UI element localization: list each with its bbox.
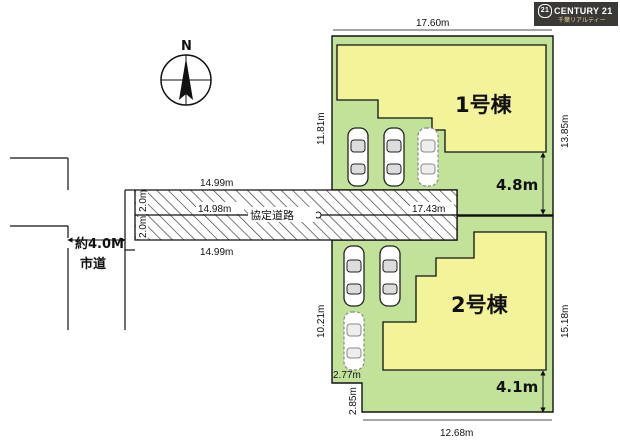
lot-1-right-depth: 13.85m [560, 115, 571, 148]
north-arrow-icon [160, 54, 212, 106]
parking-car-5 [379, 245, 401, 307]
lot-1-setback: 4.8m [496, 176, 538, 194]
private-road-name: 協定道路 [250, 208, 294, 222]
road-right-length-bg [410, 202, 454, 214]
parking-car-4 [343, 245, 365, 307]
lot-2-building [382, 231, 547, 371]
road-inner-length: 14.98m [198, 204, 231, 215]
lot-1-top-width: 17.60m [416, 18, 449, 29]
logo-emblem: 21 [538, 4, 552, 18]
city-road-edges [67, 189, 135, 330]
city-road-name: 市道 [80, 256, 106, 272]
road-width-lower: 2.0m [138, 216, 149, 238]
logo-sub-name: 千葉リアルティー [558, 17, 606, 24]
road-name-bg [248, 207, 316, 222]
lot-2-setback: 4.1m [496, 378, 538, 396]
parking-car-2 [383, 127, 405, 187]
road-width-upper: 2.0m [138, 190, 149, 212]
lot-2-right-depth: 15.18m [560, 305, 571, 338]
lot-1-name: 1号棟 [455, 93, 513, 117]
road-top-length: 14.99m [200, 178, 233, 189]
lot-2-bottom-left: 2.85m [348, 387, 359, 415]
parking-car-1 [347, 127, 369, 187]
parking-car-6 [343, 311, 365, 371]
lot-2-name: 2号棟 [451, 293, 509, 317]
road-width-upper-bg [136, 192, 148, 214]
road-right-length: 17.43m [412, 204, 445, 215]
lot-2-left-depth: 10.21m [316, 305, 327, 338]
city-road-width: 約4.0M [75, 236, 124, 252]
lot-2-frontage: 2.77m [333, 370, 361, 381]
road-inner-length-bg [196, 202, 244, 214]
lot-2-bottom-width: 12.68m [440, 428, 473, 439]
road-width-lower-bg [136, 217, 148, 239]
lot-1-left-depth: 11.81m [316, 112, 327, 145]
compass-north-label: N [181, 39, 192, 54]
road-bottom-length: 14.99m [200, 247, 233, 258]
neighbor-boundaries [10, 157, 69, 238]
parking-car-3 [417, 127, 439, 187]
logo-brand-name: CENTURY 21 [554, 6, 613, 16]
